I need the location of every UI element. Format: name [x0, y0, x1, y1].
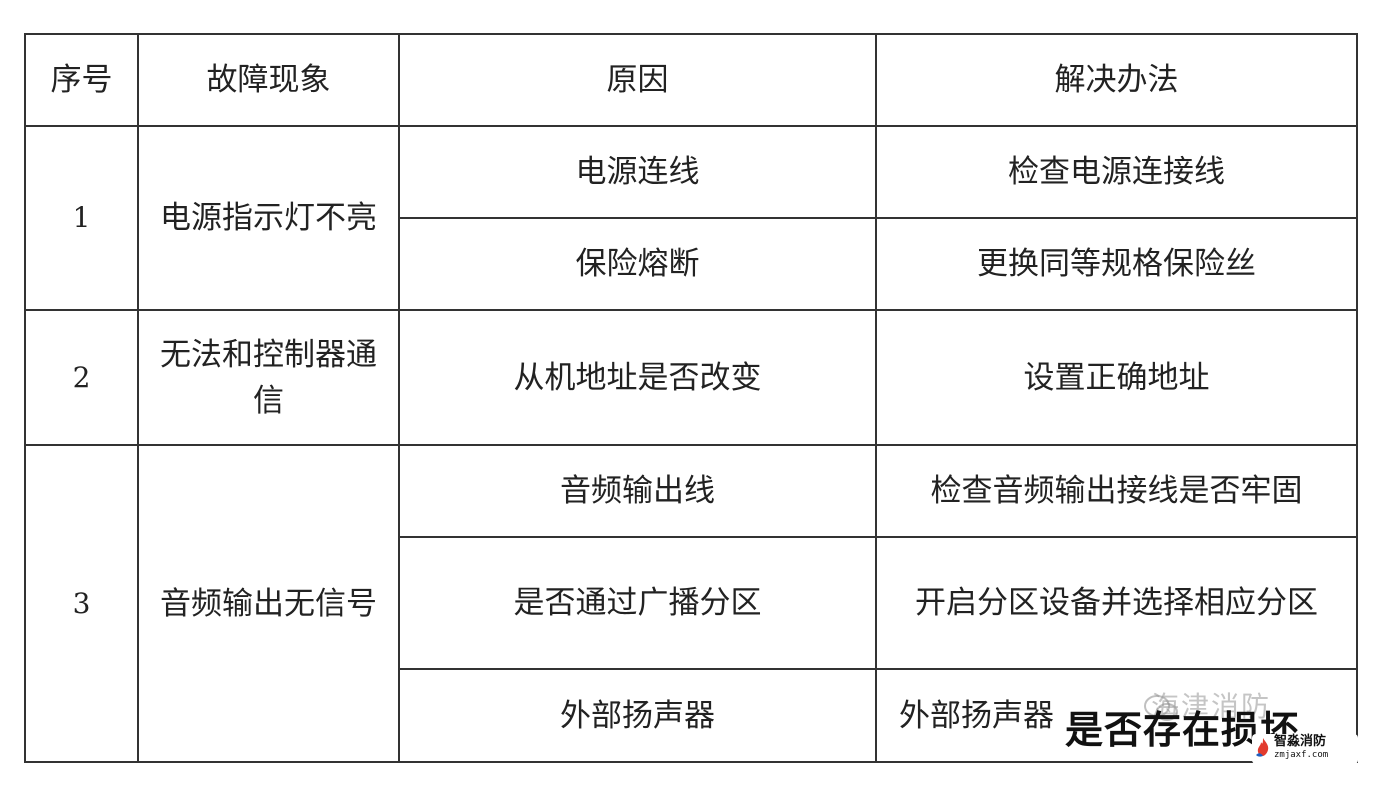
row-cause: 外部扬声器	[398, 668, 877, 763]
table-row: 2 无法和控制器通信 从机地址是否改变 设置正确地址	[24, 309, 1358, 446]
header-solution: 解决办法	[875, 33, 1358, 127]
header-cause: 原因	[398, 33, 877, 127]
row-solution: 检查音频输出接线是否牢固	[875, 444, 1358, 538]
site-logo: 智淼消防 zmjaxf.com	[1252, 734, 1358, 764]
fault-troubleshooting-table: 序号 故障现象 原因 解决办法 1 电源指示灯不亮 电源连线 检查电源连接线 保…	[24, 33, 1358, 763]
row-cause: 电源连线	[398, 125, 877, 219]
row-cause: 保险熔断	[398, 217, 877, 311]
row-solution: 检查电源连接线	[875, 125, 1358, 219]
logo-name: 智淼消防	[1274, 734, 1327, 749]
row-cause: 音频输出线	[398, 444, 877, 538]
table-row: 保险熔断 更换同等规格保险丝	[25, 217, 1358, 311]
header-symptom: 故障现象	[137, 33, 400, 127]
row-symptom: 音频输出无信号	[137, 444, 400, 763]
row-cause: 从机地址是否改变	[398, 309, 877, 446]
flame-logo-icon	[1252, 736, 1274, 758]
row-solution: 更换同等规格保险丝	[875, 217, 1358, 311]
logo-url: zmjaxf.com	[1274, 750, 1329, 760]
table-row: 1 电源指示灯不亮 电源连线 检查电源连接线	[24, 125, 1358, 311]
table-header-row: 序号 故障现象 原因 解决办法	[24, 33, 1358, 127]
row-symptom: 无法和控制器通信	[137, 309, 400, 446]
header-number: 序号	[24, 33, 139, 127]
row-number: 2	[24, 309, 139, 446]
table-row: 是否通过广播分区 开启分区设备并选择相应分区	[25, 536, 1358, 670]
row-cause: 是否通过广播分区	[398, 536, 877, 670]
fault-table-container: 序号 故障现象 原因 解决办法 1 电源指示灯不亮 电源连线 检查电源连接线 保…	[24, 33, 1358, 763]
row-symptom: 电源指示灯不亮	[137, 125, 400, 311]
row-solution: 设置正确地址	[875, 309, 1358, 446]
row-number: 3	[24, 444, 139, 763]
row-number: 1	[24, 125, 139, 311]
row-solution: 开启分区设备并选择相应分区	[875, 536, 1358, 670]
table-row: 3 音频输出无信号 音频输出线 检查音频输出接线是否牢固	[24, 444, 1358, 763]
